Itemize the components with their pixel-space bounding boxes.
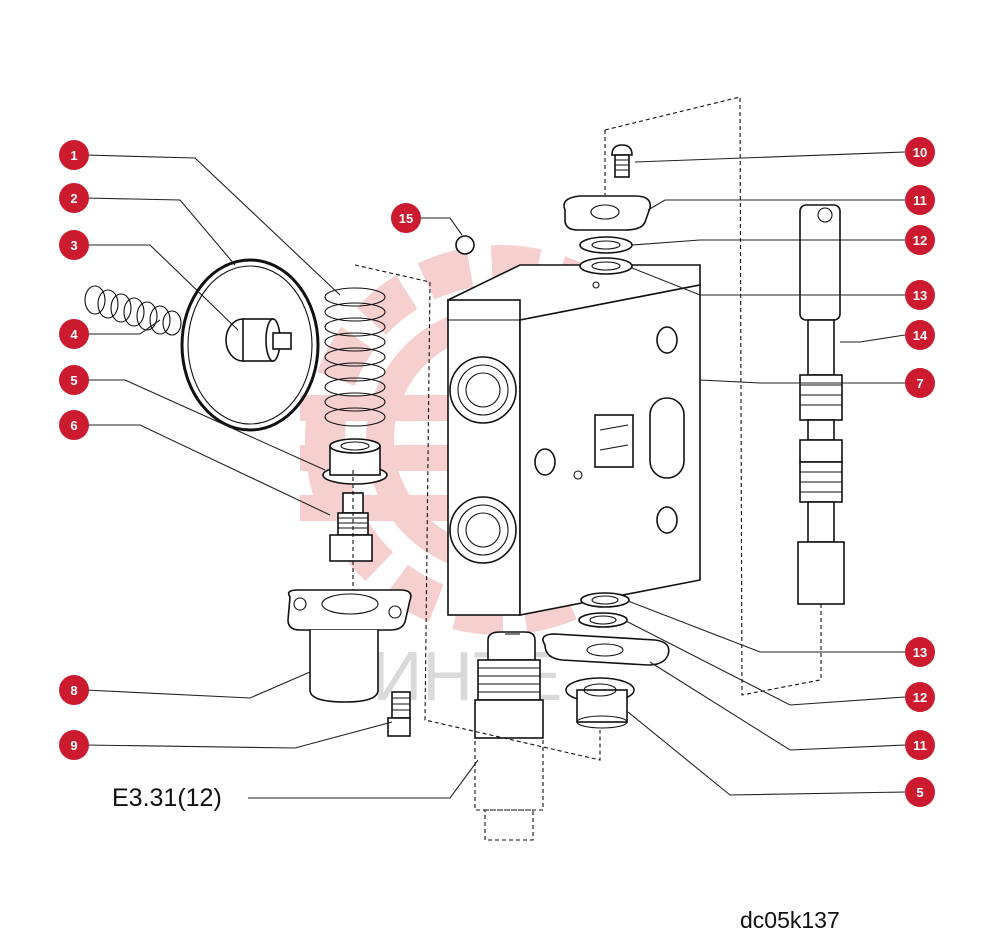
- svg-text:4: 4: [70, 327, 78, 342]
- svg-text:5: 5: [70, 373, 77, 388]
- part-washer-bottom-12: [578, 612, 628, 628]
- part-washer-top-13: [579, 257, 633, 275]
- callout-7: 7: [905, 368, 935, 398]
- svg-text:2: 2: [70, 191, 77, 206]
- callout-4: 4: [59, 319, 89, 349]
- svg-text:6: 6: [70, 418, 77, 433]
- part-flange-plate-bottom: [542, 633, 670, 666]
- callout-11-top: 11: [905, 185, 935, 215]
- part-valve-block: [447, 264, 701, 616]
- svg-text:9: 9: [70, 738, 77, 753]
- part-flanged-housing: [287, 589, 412, 703]
- part-piston: [225, 318, 292, 362]
- svg-text:13: 13: [913, 645, 927, 660]
- part-washer-bottom-13: [580, 592, 630, 608]
- svg-text:12: 12: [913, 233, 927, 248]
- callout-5-right: 5: [905, 777, 935, 807]
- svg-text:3: 3: [70, 238, 77, 253]
- assembly-outline-left: [354, 264, 601, 761]
- part-flange-plate-top: [563, 195, 652, 231]
- callout-3: 3: [59, 230, 89, 260]
- part-screw-top: [611, 144, 633, 178]
- callout-1: 1: [59, 140, 89, 170]
- svg-text:10: 10: [913, 145, 927, 160]
- part-o-ring: [180, 258, 320, 432]
- svg-text:13: 13: [913, 288, 927, 303]
- callout-13-bottom: 13: [905, 637, 935, 667]
- svg-text:11: 11: [913, 193, 927, 208]
- part-bushing-bottom: [565, 677, 635, 729]
- callout-6: 6: [59, 410, 89, 440]
- callout-9: 9: [59, 730, 89, 760]
- callout-12-top: 12: [905, 225, 935, 255]
- leader-lines: [84, 151, 906, 799]
- svg-text:11: 11: [913, 738, 927, 753]
- callout-5-left: 5: [59, 365, 89, 395]
- callout-12-bottom: 12: [905, 682, 935, 712]
- svg-text:15: 15: [399, 211, 413, 226]
- part-bushing-left: [322, 438, 388, 485]
- part-valve-stem: [329, 470, 373, 600]
- part-washer-top-12: [579, 236, 633, 254]
- svg-text:1: 1: [70, 148, 77, 163]
- part-set-screw: [387, 691, 411, 737]
- callout-2: 2: [59, 183, 89, 213]
- svg-text:8: 8: [70, 683, 77, 698]
- part-ball: [455, 235, 475, 255]
- callout-13-top: 13: [905, 280, 935, 310]
- reference-label: E3.31(12): [112, 784, 222, 812]
- part-spool-rod: [797, 204, 845, 680]
- part-small-spring: [84, 285, 182, 336]
- part-threaded-fitting: [474, 631, 544, 841]
- assembly-outline-right: [604, 96, 821, 696]
- part-large-spring: [324, 287, 386, 427]
- svg-text:7: 7: [916, 376, 923, 391]
- svg-text:5: 5: [916, 785, 923, 800]
- callout-10: 10: [905, 137, 935, 167]
- callout-14: 14: [905, 320, 935, 350]
- callout-11-bottom: 11: [905, 730, 935, 760]
- drawing-code: dc05k137: [740, 907, 840, 933]
- callout-8: 8: [59, 675, 89, 705]
- callout-15: 15: [391, 203, 421, 233]
- svg-text:14: 14: [913, 328, 928, 343]
- svg-text:12: 12: [913, 690, 927, 705]
